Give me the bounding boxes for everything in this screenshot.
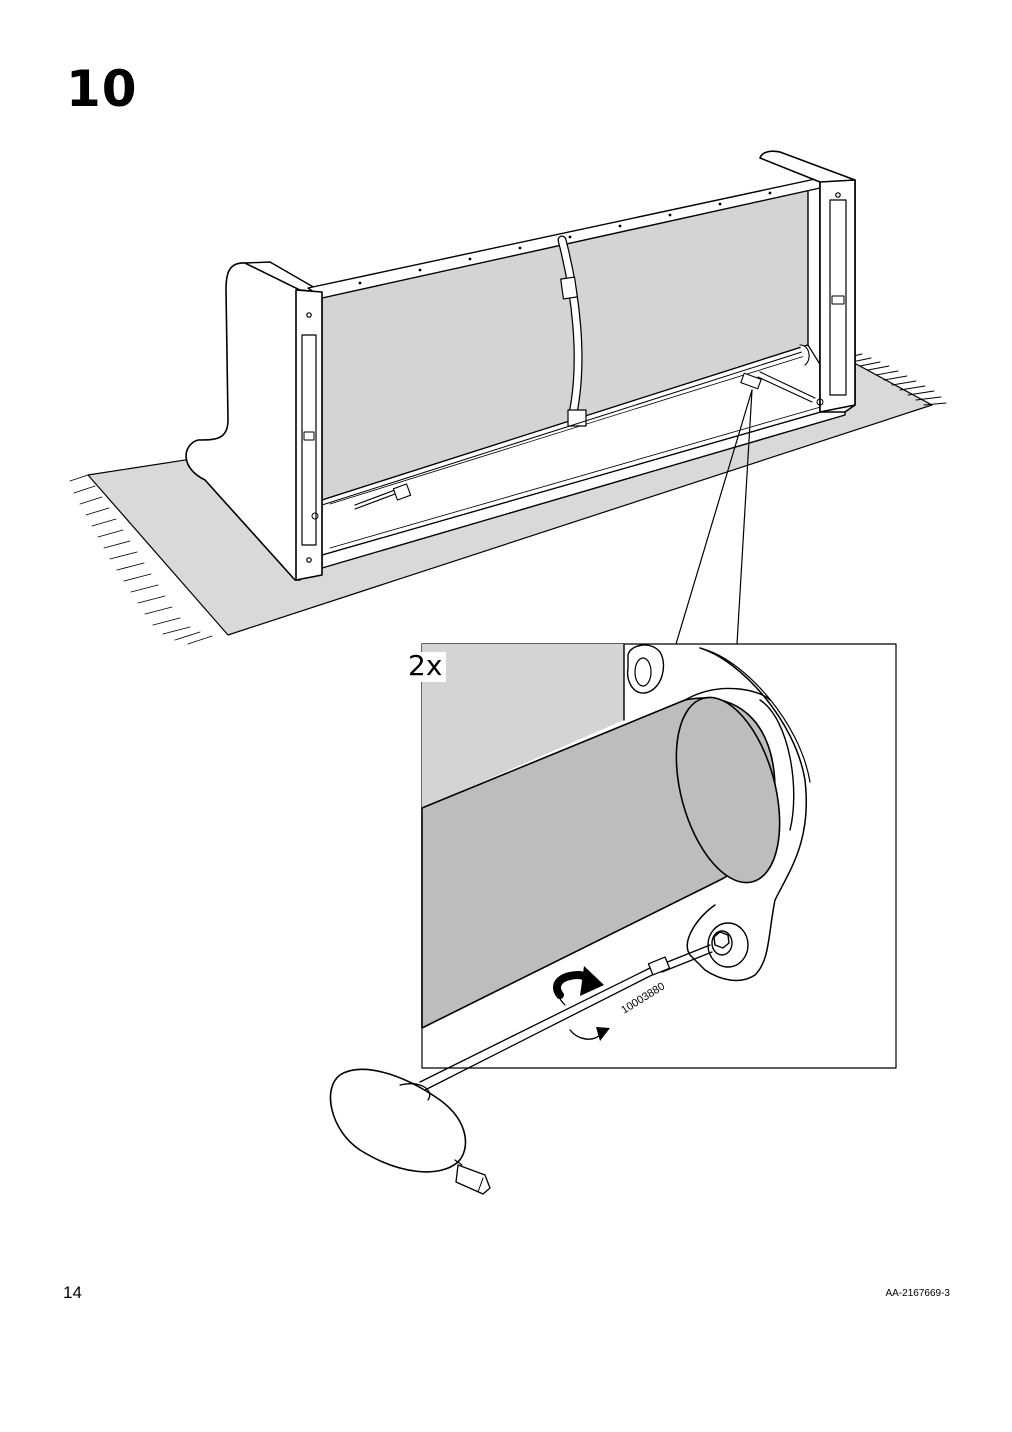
document-code: AA-2167669-3 [885,1288,951,1299]
bolt [707,922,749,968]
counterclockwise-arrow-icon [569,1027,610,1041]
callout-lines [675,389,753,645]
page-number: 14 [63,1283,82,1302]
side-bracket [686,647,807,982]
left-bracket [354,483,412,510]
sofa [185,150,856,581]
hex-key-shaft [647,944,713,976]
right-bracket [740,344,816,403]
rail-screws [358,191,772,285]
step-number: 10 [66,60,138,118]
quantity-label: 2x [406,652,447,682]
clockwise-arrow-icon [552,966,604,1006]
hex-key-icon [329,967,653,1195]
detail-view [421,643,897,1069]
rug-fringe-left [69,474,213,645]
left-armrest [185,262,301,581]
